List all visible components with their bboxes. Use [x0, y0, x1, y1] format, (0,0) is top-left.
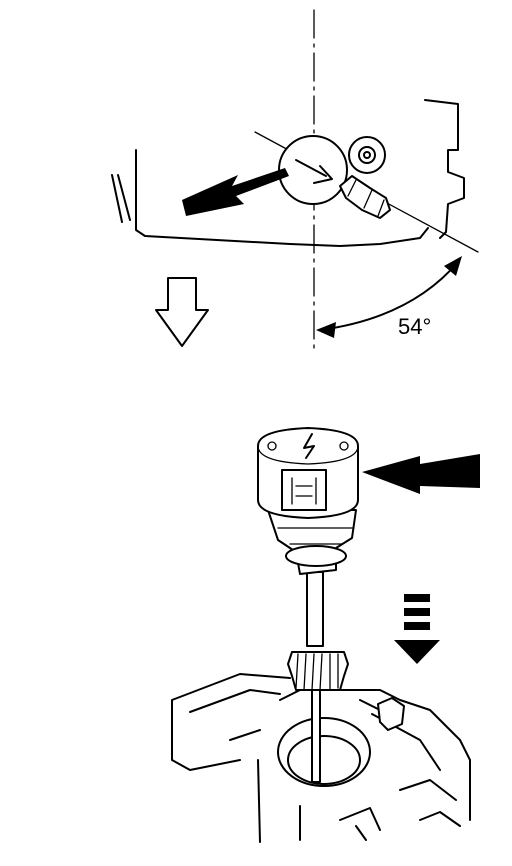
head-notch-left: [267, 441, 277, 451]
angle-arc: [319, 261, 459, 331]
cable-fitting: [339, 175, 391, 219]
nut-outer: [348, 136, 386, 174]
install-direction-arrow: [394, 594, 440, 664]
driven-gear: [287, 651, 349, 691]
head-notch-right: [339, 441, 349, 451]
housing-right-outline: [424, 99, 465, 239]
head-window: [281, 469, 327, 511]
sender-head-top: [257, 445, 359, 465]
housing-outline: [111, 149, 429, 247]
bottom-figure: [171, 427, 480, 843]
nut-core: [363, 151, 371, 159]
window-detail: [291, 477, 317, 505]
fitting-detail: [347, 179, 385, 217]
body-rings: [277, 527, 355, 545]
nut-inner: [358, 146, 376, 164]
angle-arrowhead-right: [444, 256, 462, 276]
pointer-arrow-bottom: [362, 454, 480, 494]
top-figure: 54°: [111, 9, 479, 351]
pointer-arrow-top: [182, 168, 289, 216]
bolt-tab: [377, 697, 405, 731]
angle-arrowhead-left: [316, 322, 336, 338]
shaft-lower: [311, 689, 321, 783]
bore-inner: [287, 735, 361, 785]
alignment-mark-arrow: [295, 159, 333, 184]
drive-shaft: [306, 571, 324, 647]
gear-teeth: [295, 653, 339, 691]
step-down-arrow: [155, 277, 209, 347]
angle-label: 54°: [398, 314, 431, 339]
alignment-mark-symbol: [303, 433, 315, 459]
o-ring: [285, 545, 347, 567]
